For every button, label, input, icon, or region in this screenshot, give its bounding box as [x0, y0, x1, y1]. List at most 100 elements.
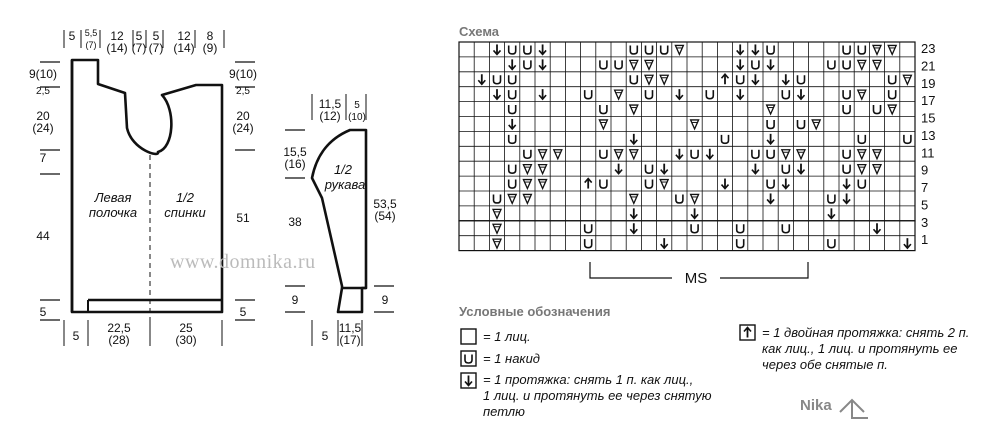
yarn-over-symbol — [827, 60, 836, 70]
sleeve-right-dim: 53,5 — [373, 197, 397, 211]
decrease-arrowhead — [766, 64, 775, 71]
twisted-stitch-symbol — [491, 208, 503, 220]
yarn-over-symbol — [887, 75, 897, 85]
sleeve-top-dim: (10) — [348, 112, 366, 123]
decrease-arrowhead — [903, 243, 912, 250]
sleeve-bottom-dim: 11,5 — [339, 321, 362, 335]
legend-symbol-box — [460, 328, 477, 345]
twisted-stitch-symbol — [628, 149, 639, 161]
back-label-1: 1/2 — [176, 190, 195, 205]
yarn-over-symbol — [766, 119, 775, 130]
twisted-stitch-symbol — [628, 193, 639, 206]
decrease-arrowhead — [660, 243, 669, 250]
sleeve-outline — [310, 128, 368, 314]
decrease-arrowhead — [477, 79, 486, 86]
twisted-stitch-symbol — [613, 149, 624, 161]
decrease-arrowhead — [675, 94, 684, 101]
body-left-dim: 7 — [40, 151, 47, 165]
body-top-dim: 5,5 — [85, 28, 98, 38]
decrease-arrowhead — [766, 139, 775, 146]
decrease-arrowhead — [720, 184, 730, 190]
yarn-over-symbol — [644, 164, 654, 174]
twisted-stitch-symbol — [522, 164, 533, 176]
legend-text-knit: = 1 лиц. — [483, 329, 531, 344]
sleeve-right-dim: 9 — [382, 293, 389, 307]
yarn-over-symbol — [507, 105, 517, 115]
sleeve-top-dim: 5 — [354, 100, 360, 111]
yarn-over-symbol — [781, 164, 791, 174]
yarn-over-symbol — [705, 90, 715, 100]
decrease-arrowhead — [736, 94, 745, 101]
twisted-stitch-symbol — [537, 178, 548, 191]
twisted-stitch-symbol — [689, 193, 700, 206]
decrease-arrowhead — [508, 124, 517, 131]
yarn-over-symbol — [659, 45, 669, 55]
decrease-arrowhead — [781, 184, 790, 190]
decrease-arrowhead — [629, 213, 638, 220]
yarn-over-symbol — [464, 354, 473, 364]
double-decrease-arrowhead — [584, 177, 593, 184]
decrease-arrowhead — [492, 94, 502, 101]
decrease-arrowhead — [705, 154, 714, 160]
yarn-over-symbol — [903, 134, 912, 145]
decrease-arrowhead — [629, 139, 638, 146]
yarn-over-symbol — [827, 194, 836, 204]
twisted-stitch-symbol — [491, 238, 503, 250]
twisted-stitch-symbol — [522, 178, 533, 191]
yarn-over-symbol — [690, 149, 699, 160]
yarn-over-symbol — [599, 149, 608, 160]
row-number: 17 — [921, 93, 935, 108]
row-number: 21 — [921, 58, 935, 73]
yarn-over-symbol — [781, 224, 791, 234]
sleeve-top-dim: (12) — [319, 109, 340, 123]
decrease-arrowhead — [751, 169, 760, 175]
body-left-dim: 9(10) — [29, 67, 57, 81]
body-top-dim: 5 — [69, 29, 76, 43]
body-top-dim: 5 — [153, 29, 160, 43]
body-dims-right: 9(10)2,520(24)515 — [229, 61, 257, 321]
yarn-over-symbol — [766, 149, 775, 160]
legend-text-double-decrease: = 1 двойная протяжка: снять 2 п. как лиц… — [762, 325, 970, 372]
decrease-arrowhead — [508, 64, 517, 71]
body-top-dim: 12 — [110, 29, 124, 43]
sleeve-bottom-dim: (17) — [339, 333, 360, 347]
decrease-arrowhead — [614, 169, 623, 175]
row-number: 1 — [921, 232, 928, 247]
sleeve-left-dim: 15,5 — [283, 145, 307, 159]
decrease-arrowhead — [538, 49, 547, 56]
yarn-over-symbol — [507, 179, 517, 189]
yarn-over-symbol — [599, 60, 608, 70]
twisted-stitch-symbol — [552, 149, 563, 161]
yarn-over-symbol — [523, 45, 532, 55]
repeat-bracket: MS — [589, 262, 809, 287]
twisted-stitch-symbol — [856, 149, 867, 161]
body-bottom-dim: (30) — [175, 333, 196, 347]
body-left-dim: 5 — [40, 305, 47, 319]
twisted-stitch-symbol — [811, 119, 822, 131]
logo-underline — [851, 400, 868, 419]
yarn-over-symbol — [492, 194, 502, 204]
front-label-1: Левая — [94, 190, 132, 205]
yarn-over-symbol — [796, 75, 806, 85]
yarn-over-symbol — [751, 60, 760, 70]
body-top-dim: 5 — [136, 29, 143, 43]
twisted-stitch-symbol — [856, 89, 867, 101]
body-left-dim: 20 — [36, 109, 50, 123]
yarn-over-symbol — [842, 105, 851, 115]
body-right-dim: 51 — [236, 211, 250, 225]
decrease-arrowhead — [492, 49, 502, 56]
yarn-over-symbol — [842, 164, 851, 174]
twisted-stitch-symbol — [674, 44, 685, 57]
yarn-over-symbol — [629, 75, 639, 85]
yarn-over-symbol — [690, 224, 699, 234]
yarn-over-symbol — [599, 105, 608, 115]
decrease-arrowhead — [751, 49, 760, 56]
decrease-arrowhead — [538, 64, 547, 71]
twisted-stitch-symbol — [780, 149, 791, 161]
yarn-over-symbol — [523, 60, 532, 70]
yarn-over-symbol — [675, 194, 684, 204]
row-number: 9 — [921, 163, 928, 178]
twisted-stitch-symbol — [537, 164, 548, 176]
